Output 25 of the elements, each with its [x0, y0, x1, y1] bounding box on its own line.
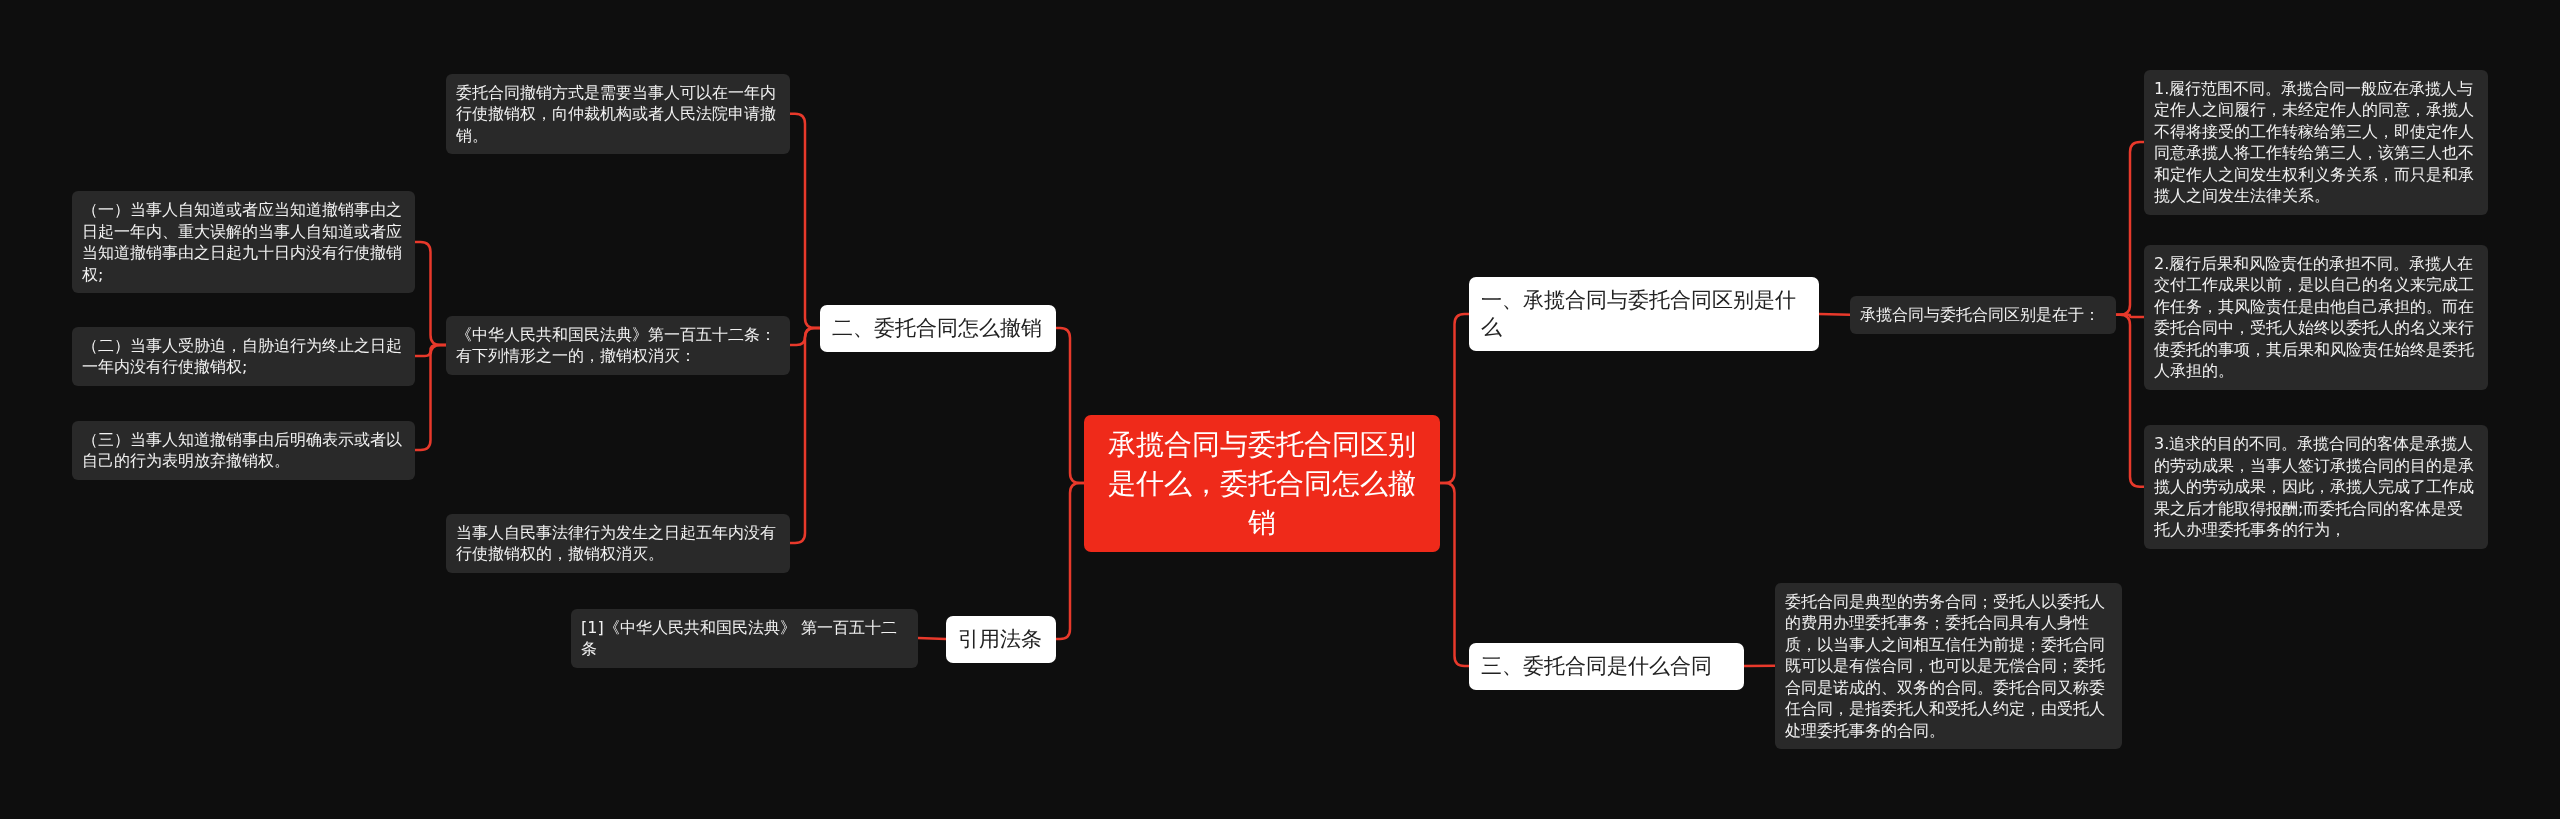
note-box: [1]《中华人民共和国民法典》 第一百五十二条: [571, 608, 918, 668]
note-box: （一）当事人自知道或者应当知道撤销事由之日起一年内、重大误解的当事人自知道或者应当知道撤销事由之日起九十日内没有行使撤销权;: [72, 191, 415, 293]
note-box: 1.履行范围不同。承揽合同一般应在承揽人与定作人之间履行，未经定作人的同意，承揽人不得将接受的工作转稼给第三人，即使定作人同意承揽人将工作转给第三人，该第三人也不和定作人之间发生权利义务关系，而只是和承揽人之间发生法律关系。: [2144, 69, 2488, 215]
topic-box: 二、委托合同怎么撤销: [820, 304, 1056, 352]
connector-line: [1742, 664, 1777, 668]
note-box: 2.履行后果和风险责任的承担不同。承揽人在交付工作成果以前，是以自己的名义来完成工作任务，其风险责任是由他自己承担的。而在委托合同中，受托人始终以委托人的名义来行使委托的事项，其后果和风险责任始终是委托人承担的。: [2144, 244, 2488, 390]
note-box: 承揽合同与委托合同区别是在于：: [1850, 296, 2116, 334]
connector-line: [788, 326, 822, 545]
connector-line: [413, 343, 448, 452]
connector-line: [2114, 313, 2146, 488]
connector-line: [916, 636, 948, 641]
connector-line: [1054, 481, 1086, 641]
topic-box: 引用法条: [946, 615, 1056, 663]
central-topic-box: 承揽合同与委托合同区别是什么，委托合同怎么撤销: [1084, 414, 1440, 552]
note-box: （二）当事人受胁迫，自胁迫行为终止之日起一年内没有行使撤销权;: [72, 326, 415, 386]
topic-box: 三、委托合同是什么合同: [1469, 642, 1744, 690]
connector-line: [1438, 481, 1471, 668]
note-box: 当事人自民事法律行为发生之日起五年内没有行使撤销权的，撤销权消灭。: [446, 513, 790, 573]
note-box: 3.追求的目的不同。承揽合同的客体是承揽人的劳动成果，当事人签订承揽合同的目的是承揽人的劳动成果，因此，承揽人完成了工作成果之后才能取得报酬;而委托合同的客体是受托人办理委托事务的行为，: [2144, 425, 2488, 549]
connector-line: [1817, 312, 1852, 316]
note-box: 委托合同是典型的劳务合同；受托人以委托人的费用办理委托事务；委托合同具有人身性质，以当事人之间相互信任为前提；委托合同既可以是有偿合同，也可以是无偿合同；委托合同是诺成的、双务的合同。委托合同又称委任合同，是指委托人和受托人约定，由受托人处理委托事务的合同。: [1775, 582, 2122, 749]
note-box: 《中华人民共和国民法典》第一百五十二条：有下列情形之一的，撤销权消灭：: [446, 315, 790, 375]
topic-box: 一、承揽合同与委托合同区别是什么: [1469, 277, 1819, 351]
note-box: （三）当事人知道撤销事由后明确表示或者以自己的行为表明放弃撤销权。: [72, 420, 415, 480]
note-box: 委托合同撤销方式是需要当事人可以在一年内行使撤销权，向仲裁机构或者人民法院申请撤销。: [446, 73, 790, 154]
